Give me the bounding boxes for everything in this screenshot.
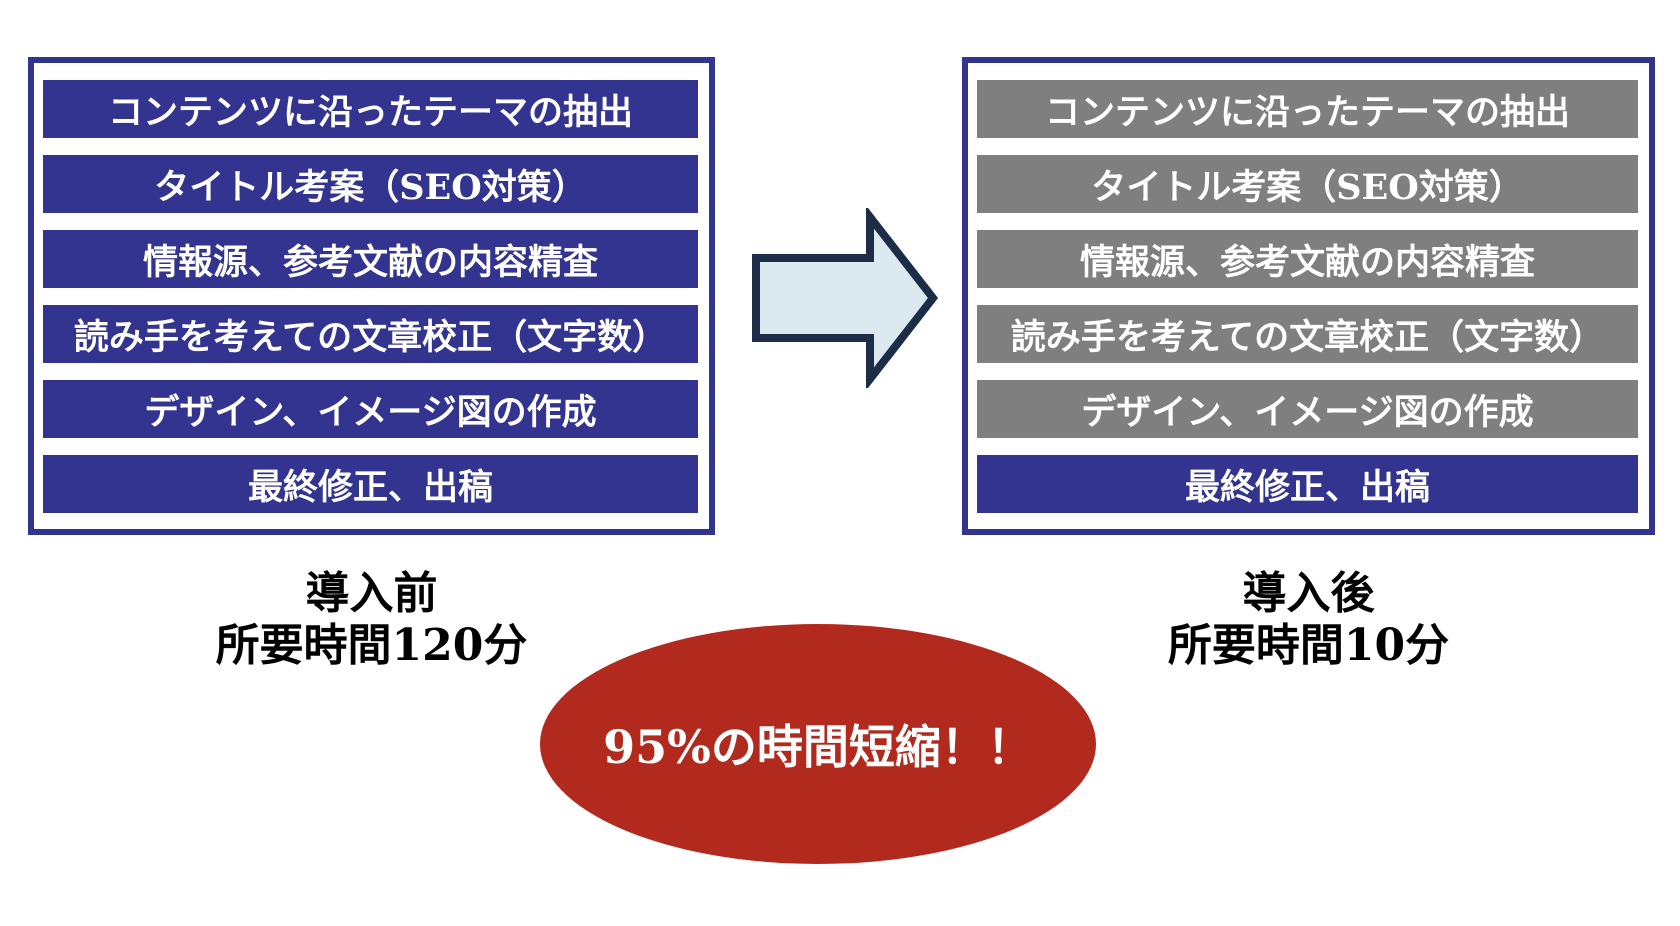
before-caption-duration: 所要時間120分 bbox=[215, 620, 528, 671]
arrow-right-icon bbox=[750, 205, 940, 391]
after-panel: コンテンツに沿ったテーマの抽出 タイトル考案（SEO対策） 情報源、参考文献の内… bbox=[962, 57, 1655, 535]
workflow-step-bar: タイトル考案（SEO対策） bbox=[43, 155, 698, 213]
time-reduction-text: 95%の時間短縮！！ bbox=[603, 720, 1033, 774]
workflow-step-bar: コンテンツに沿ったテーマの抽出 bbox=[977, 80, 1638, 138]
before-caption: 導入前 所要時間120分 bbox=[28, 568, 715, 672]
workflow-step-bar: デザイン、イメージ図の作成 bbox=[977, 380, 1638, 438]
after-caption-duration: 所要時間10分 bbox=[1167, 620, 1450, 671]
workflow-step-bar: コンテンツに沿ったテーマの抽出 bbox=[43, 80, 698, 138]
after-caption: 導入後 所要時間10分 bbox=[962, 568, 1655, 672]
after-caption-title: 導入後 bbox=[1242, 568, 1375, 619]
workflow-step-bar: 情報源、参考文献の内容精査 bbox=[977, 230, 1638, 288]
before-panel: コンテンツに沿ったテーマの抽出 タイトル考案（SEO対策） 情報源、参考文献の内… bbox=[28, 57, 715, 535]
before-steps-list: コンテンツに沿ったテーマの抽出 タイトル考案（SEO対策） 情報源、参考文献の内… bbox=[34, 63, 709, 513]
after-steps-list: コンテンツに沿ったテーマの抽出 タイトル考案（SEO対策） 情報源、参考文献の内… bbox=[968, 63, 1649, 513]
workflow-step-bar: 情報源、参考文献の内容精査 bbox=[43, 230, 698, 288]
before-caption-title: 導入前 bbox=[305, 568, 438, 619]
time-reduction-badge: 95%の時間短縮！！ bbox=[540, 624, 1096, 864]
workflow-step-bar: 読み手を考えての文章校正（文字数） bbox=[977, 305, 1638, 363]
workflow-step-bar: 最終修正、出稿 bbox=[43, 455, 698, 513]
block-arrow-right-shape bbox=[752, 205, 939, 391]
workflow-step-bar: 読み手を考えての文章校正（文字数） bbox=[43, 305, 698, 363]
workflow-step-bar: タイトル考案（SEO対策） bbox=[977, 155, 1638, 213]
workflow-step-bar-final: 最終修正、出稿 bbox=[977, 455, 1638, 513]
workflow-step-bar: デザイン、イメージ図の作成 bbox=[43, 380, 698, 438]
